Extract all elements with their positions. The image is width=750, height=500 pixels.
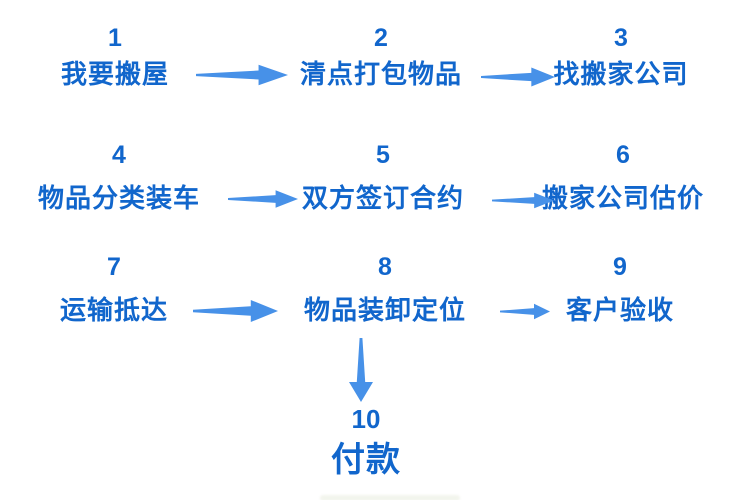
arrow-right-icon-7-8 xyxy=(193,300,278,322)
step-6-number: 6 xyxy=(616,141,630,169)
step-10-label: 付款 xyxy=(331,441,401,479)
step-4-number: 4 xyxy=(112,141,126,169)
step-3-number: 3 xyxy=(614,24,628,52)
step-7-label: 运输抵达 xyxy=(59,295,168,325)
step-6: 6 搬家公司估价 xyxy=(503,139,743,216)
step-5-number: 5 xyxy=(376,141,390,169)
step-2-number: 2 xyxy=(374,24,388,52)
step-2: 2 清点打包物品 xyxy=(261,22,501,92)
step-10: 10 付款 xyxy=(246,403,486,480)
arrow-right-icon-8-9 xyxy=(500,303,550,320)
step-3: 3 找搬家公司 xyxy=(501,22,741,92)
cropped-bottom-artifact xyxy=(320,495,460,500)
arrow-right-icon-1-2 xyxy=(196,64,288,86)
step-5-label: 双方签订合约 xyxy=(301,183,464,213)
step-4: 4 物品分类装车 xyxy=(0,139,239,216)
step-1-number: 1 xyxy=(108,24,122,52)
step-7-number: 7 xyxy=(107,253,121,281)
step-6-label: 搬家公司估价 xyxy=(541,183,704,213)
step-4-label: 物品分类装车 xyxy=(37,183,200,213)
step-8: 8 物品装卸定位 xyxy=(265,251,505,328)
step-3-label: 找搬家公司 xyxy=(553,59,689,89)
step-1-label: 我要搬屋 xyxy=(60,59,169,89)
step-9: 9 客户验收 xyxy=(500,251,740,328)
arrow-right-icon-5-6 xyxy=(492,192,554,209)
step-1: 1 我要搬屋 xyxy=(0,22,235,92)
step-7: 7 运输抵达 xyxy=(0,251,234,328)
arrow-right-icon-4-5 xyxy=(228,190,298,208)
step-9-label: 客户验收 xyxy=(565,295,674,325)
arrow-right-icon-2-3 xyxy=(481,67,555,87)
step-9-number: 9 xyxy=(613,253,627,281)
step-8-label: 物品装卸定位 xyxy=(303,295,466,325)
step-8-number: 8 xyxy=(378,253,392,281)
step-10-number: 10 xyxy=(351,404,381,434)
step-5: 5 双方签订合约 xyxy=(263,139,503,216)
step-2-label: 清点打包物品 xyxy=(299,59,462,89)
arrow-down-icon-8-10 xyxy=(349,338,373,402)
